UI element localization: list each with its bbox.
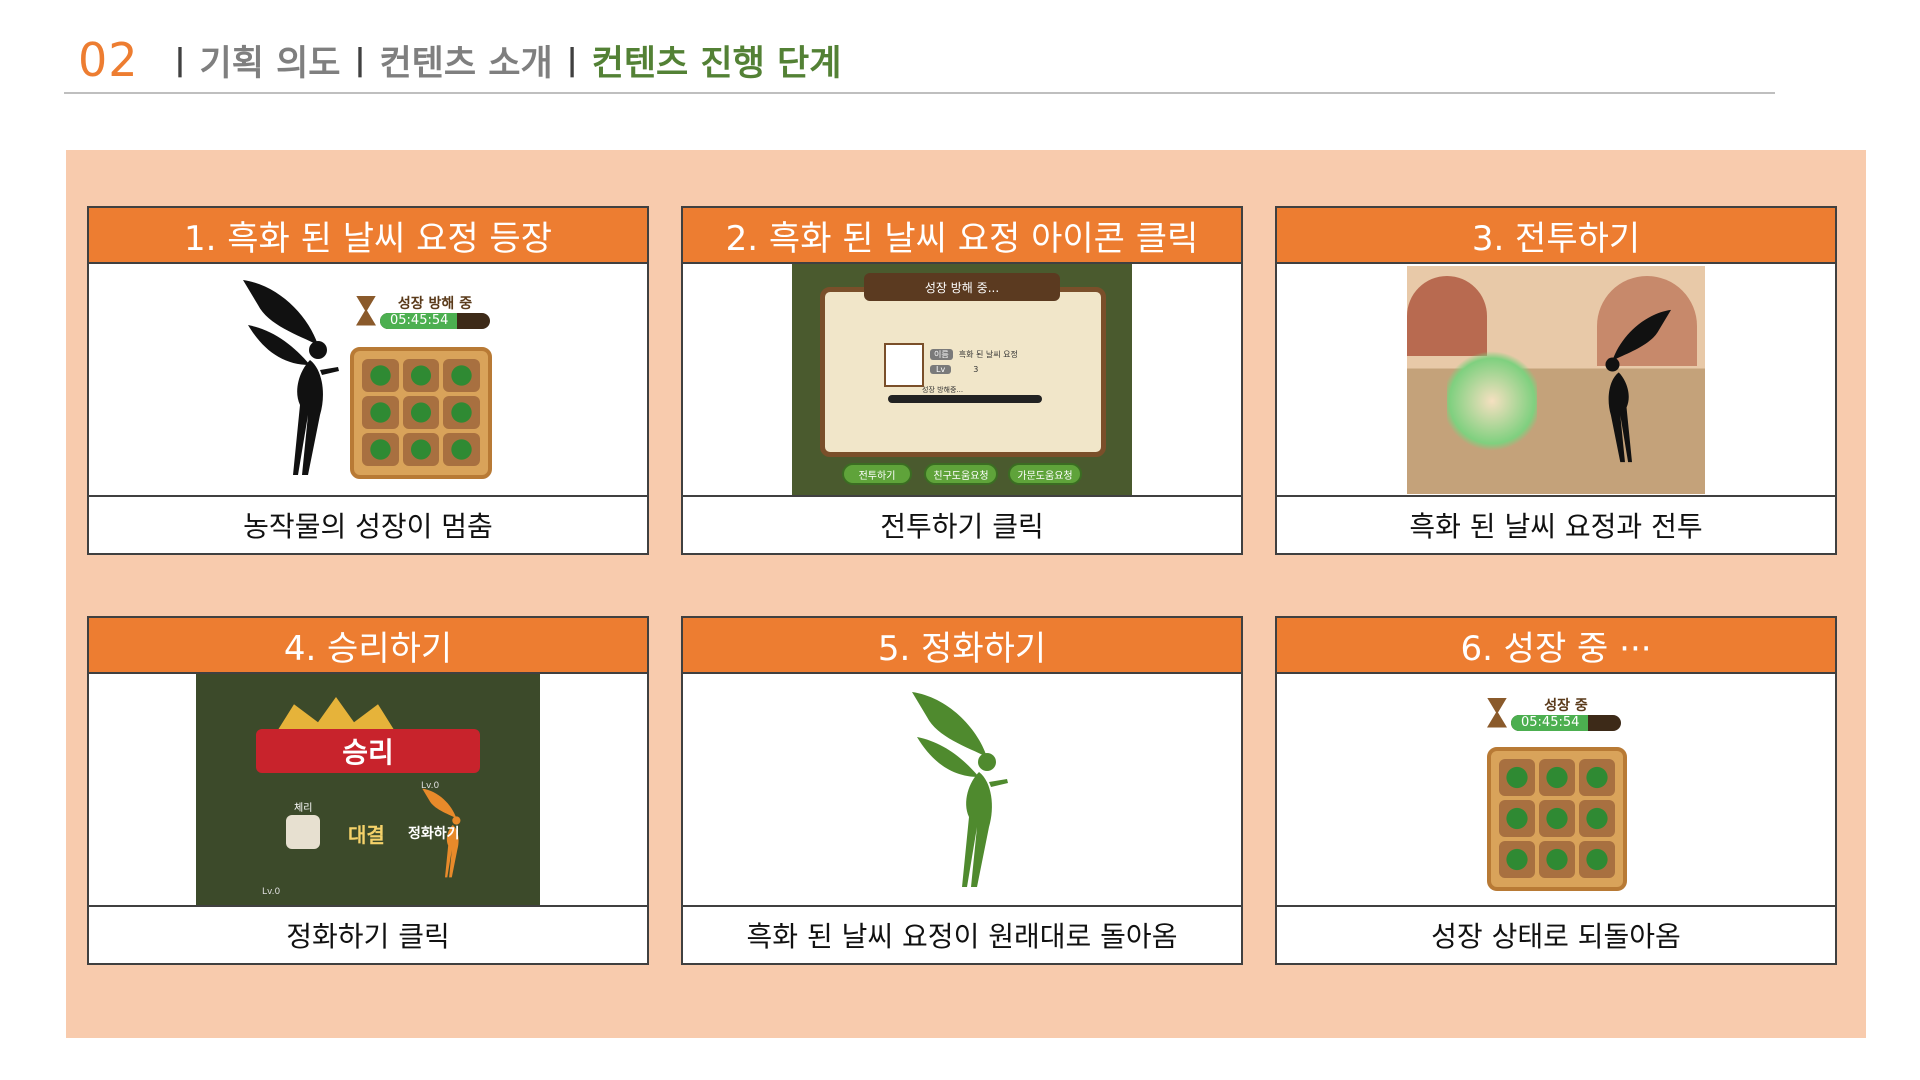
hourglass-icon	[356, 295, 376, 326]
vs-label: 대결	[348, 823, 385, 847]
farm-plot	[1487, 746, 1627, 891]
header-rule	[64, 92, 1775, 94]
growing-farm-image: 성장 중 05:45:54	[1481, 685, 1631, 895]
dialog-title: 성장 방해 중...	[864, 273, 1060, 301]
section-number: 02	[78, 33, 139, 87]
dialog-status: 성장 방해중...	[922, 386, 964, 394]
step-image	[1277, 264, 1835, 497]
step-caption: 농작물의 성장이 멈춤	[243, 510, 493, 543]
step-image: 성장 중 05:45:54	[1277, 674, 1835, 907]
separator: |	[566, 42, 578, 78]
level-row: Lv 3	[930, 365, 978, 374]
purify-action[interactable]: 정화하기	[408, 826, 460, 842]
hero-party-icon	[1447, 345, 1537, 456]
mushroom-house-icon	[1407, 275, 1487, 356]
step-title: 2. 흑화 된 날씨 요정 아이콘 클릭	[683, 208, 1241, 264]
step-card-3: 3. 전투하기 흑화 된 날씨 요정과 전투	[1275, 206, 1837, 555]
fairy-portrait-icon	[884, 343, 924, 387]
friend-help-button[interactable]: 친구도움요청	[924, 463, 998, 485]
step-caption: 정화하기 클릭	[286, 920, 450, 953]
fight-button[interactable]: 전투하기	[842, 463, 912, 485]
crown-icon	[276, 697, 396, 733]
step-card-1: 1. 흑화 된 날씨 요정 등장 성장 방해 중 05:45:54	[87, 206, 649, 555]
growth-timer: 성장 중 05:45:54	[1487, 695, 1621, 731]
dark-fairy-image: 성장 방해 중 05:45:54	[238, 275, 498, 485]
step-title: 6. 성장 중 ···	[1277, 618, 1835, 674]
timer-value: 05:45:54	[390, 312, 449, 328]
step-caption: 전투하기 클릭	[880, 510, 1044, 543]
step-title: 4. 승리하기	[89, 618, 647, 674]
step-caption: 흑화 된 날씨 요정과 전투	[1409, 510, 1703, 543]
name-row: 이름 흑화 된 날씨 요정	[930, 349, 1018, 360]
victory-screenshot: 승리 체리 대결 정화하기 Lv.0 Lv.0	[196, 674, 540, 905]
battle-screenshot	[1407, 265, 1705, 494]
orange-fairy-icon	[422, 788, 461, 878]
hourglass-icon	[1487, 697, 1507, 728]
separator: |	[174, 42, 186, 78]
player-name: 체리	[294, 803, 313, 814]
enemy-level: Lv.0	[421, 781, 440, 791]
step-card-4: 4. 승리하기 승리 체리 대결 정화하기 Lv.0 Lv.0 정화하기 클릭	[87, 616, 649, 965]
step-card-2: 2. 흑화 된 날씨 요정 아이콘 클릭 성장 방해 중... 이름 흑화 된 …	[681, 206, 1243, 555]
section-header: 02 | 기획 의도 | 컨텐츠 소개 | 컨텐츠 진행 단계	[78, 30, 841, 90]
separator: |	[354, 42, 366, 78]
dark-fairy-silhouette-icon	[1605, 309, 1672, 462]
step-title: 3. 전투하기	[1277, 208, 1835, 264]
step-image: 성장 방해 중... 이름 흑화 된 날씨 요정 Lv 3 성장 방해중... …	[683, 264, 1241, 497]
timer-status: 성장 중	[1544, 697, 1588, 714]
farm-plot	[350, 346, 492, 479]
victory-banner: 승리	[256, 729, 480, 773]
family-help-button[interactable]: 가문도움요청	[1008, 463, 1082, 485]
step-title: 5. 정화하기	[683, 618, 1241, 674]
step-caption: 흑화 된 날씨 요정이 원래대로 돌아옴	[746, 920, 1178, 953]
growth-timer: 성장 방해 중 05:45:54	[356, 293, 490, 329]
crumb-stages: 컨텐츠 진행 단계	[591, 43, 842, 84]
growth-bar	[888, 395, 1042, 403]
timer-bar: 05:45:54	[1511, 714, 1621, 731]
timer-status: 성장 방해 중	[397, 295, 473, 312]
battle-dialog-screenshot: 성장 방해 중... 이름 흑화 된 날씨 요정 Lv 3 성장 방해중... …	[792, 264, 1132, 495]
green-fairy-silhouette-icon	[912, 692, 1008, 887]
step-image	[683, 674, 1241, 907]
step-card-5: 5. 정화하기 흑화 된 날씨 요정이 원래대로 돌아옴	[681, 616, 1243, 965]
mushroom-avatar-icon	[286, 815, 320, 849]
dark-fairy-silhouette-icon	[243, 279, 339, 475]
crumb-intro: 컨텐츠 소개	[379, 43, 553, 84]
timer-bar: 05:45:54	[380, 312, 490, 329]
step-title: 1. 흑화 된 날씨 요정 등장	[89, 208, 647, 264]
step-image: 성장 방해 중 05:45:54	[89, 264, 647, 497]
player-level: Lv.0	[262, 887, 281, 897]
step-image: 승리 체리 대결 정화하기 Lv.0 Lv.0	[89, 674, 647, 907]
step-card-6: 6. 성장 중 ··· 성장 중 05:45:54 성장 상태로 되돌아옴	[1275, 616, 1837, 965]
step-caption: 성장 상태로 되돌아옴	[1431, 920, 1681, 953]
crumb-planning: 기획 의도	[199, 43, 341, 84]
timer-value: 05:45:54	[1521, 714, 1580, 730]
